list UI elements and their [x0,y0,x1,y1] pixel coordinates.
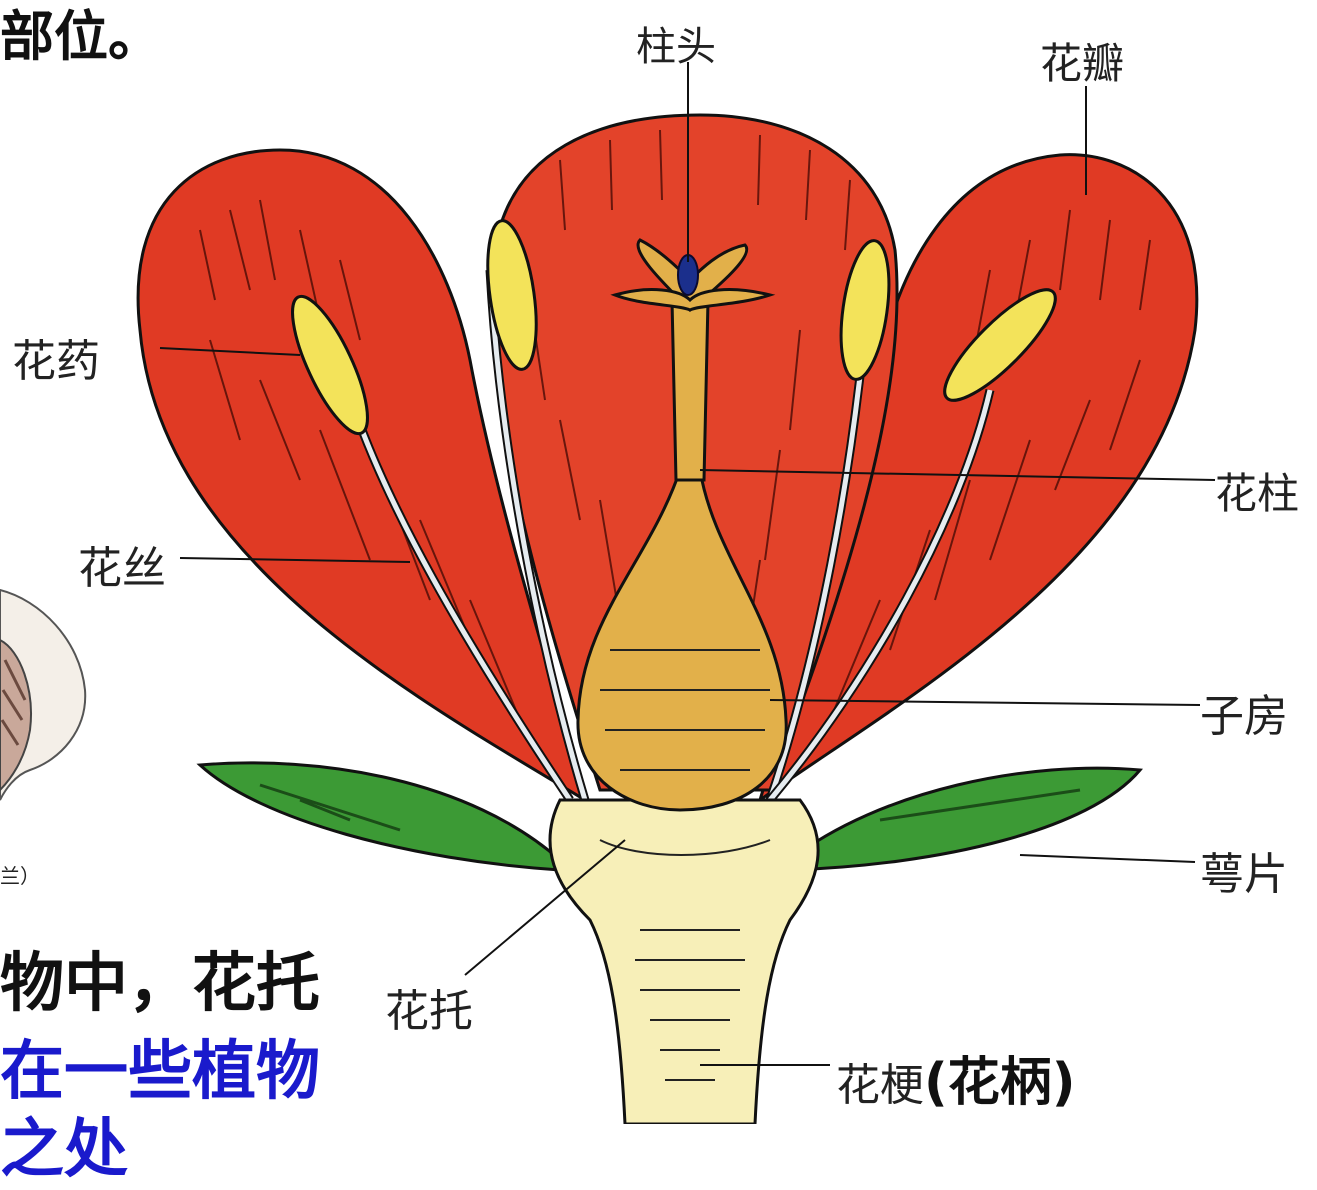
receptacle-and-pedicel [550,800,818,1124]
flower-structure-diagram: 部位。 物中，花托 在一些植物 之处 兰） 柱头 花瓣 花药 花柱 花丝 子房 … [0,0,1317,1124]
label-sepal: 萼片 [1200,838,1288,902]
label-pedicel-text: 花梗 [836,1060,924,1111]
slide-heading-fragment: 部位。 [0,0,162,71]
label-ovary: 子房 [1200,680,1288,744]
label-pedicel: 花梗(花柄) [836,1040,1076,1115]
style [672,300,708,480]
body-text-line-3: 之处 [0,1098,128,1190]
side-caption: 兰） [0,860,40,889]
label-receptacle: 花托 [385,975,473,1039]
label-filament: 花丝 [78,532,166,596]
side-flower-thumbnail [0,590,85,800]
label-anther: 花药 [12,325,100,389]
label-style: 花柱 [1215,460,1299,521]
label-stigma: 柱头 [636,14,716,72]
label-pedicel-note: (花柄) [924,1053,1076,1113]
body-text-line-1: 物中，花托 [0,932,320,1024]
leader-sepal [1020,855,1195,862]
label-petal: 花瓣 [1040,30,1124,91]
